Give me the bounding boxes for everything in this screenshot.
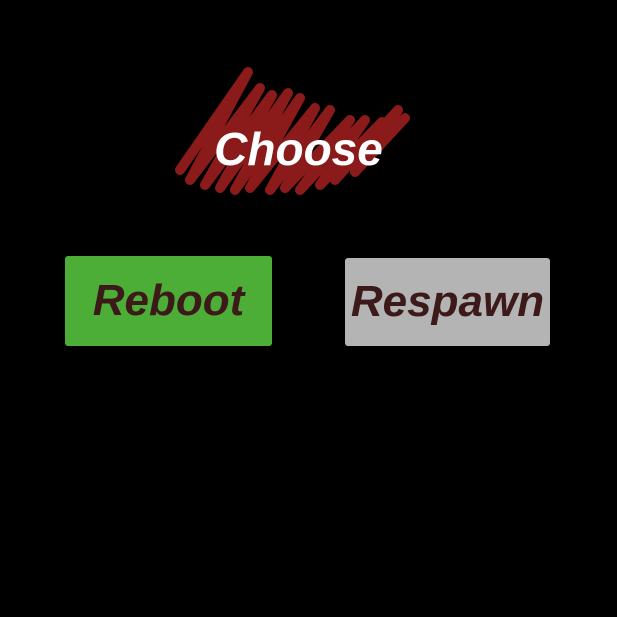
scribble-decoration — [175, 67, 410, 195]
reboot-label: Reboot — [92, 276, 245, 325]
choose-title: Choose — [0, 122, 617, 176]
respawn-button[interactable]: Respawn — [345, 258, 550, 346]
reboot-button[interactable]: Reboot — [65, 256, 272, 346]
title-text: Choose — [214, 123, 383, 175]
respawn-label: Respawn — [350, 277, 545, 326]
